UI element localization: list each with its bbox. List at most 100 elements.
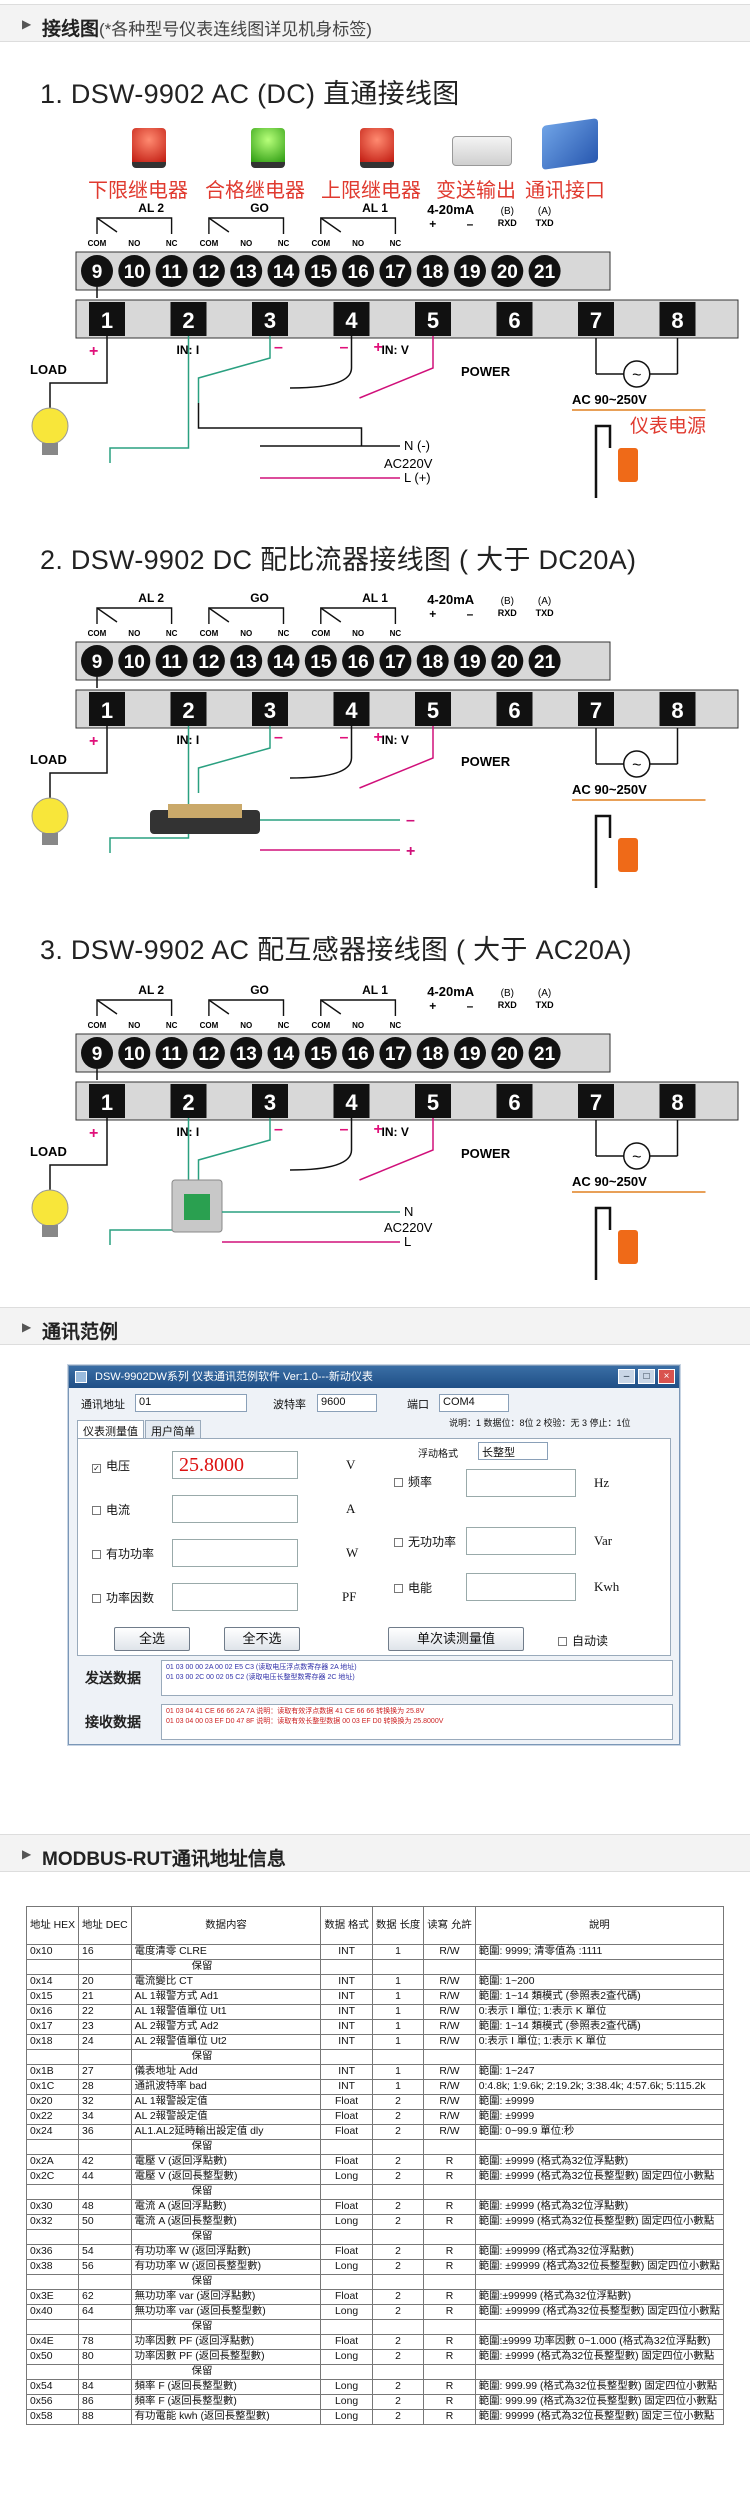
relay-frame xyxy=(208,999,285,1016)
qpower-checkbox[interactable]: 无功功率 xyxy=(394,1533,456,1550)
sine-icon: ~ xyxy=(632,1149,641,1166)
table-cell xyxy=(474,2319,725,2335)
power-label: POWER xyxy=(461,754,511,769)
voltage-checkbox[interactable]: ✓电压 xyxy=(92,1459,131,1473)
table-cell xyxy=(474,1959,725,1975)
terminal-circle xyxy=(342,1037,375,1069)
freq-checkbox[interactable]: 频率 xyxy=(394,1473,432,1490)
table-cell: 範圍: ±99999 (格式為32位長整型數) 固定四位小數點 xyxy=(474,2304,725,2320)
rxd-label: RXD xyxy=(498,608,518,618)
contact-label: NO xyxy=(240,629,252,638)
terminal-number: 14 xyxy=(273,652,295,673)
settings-row: 通讯地址 01 波特率 9600 端口 COM4 xyxy=(69,1394,679,1414)
table-cell xyxy=(423,2184,476,2200)
plus-sign: + xyxy=(429,217,436,231)
relay-frame xyxy=(320,999,397,1016)
table-cell xyxy=(474,2364,725,2380)
wire-green xyxy=(197,1118,271,1185)
contact-label: NC xyxy=(278,629,290,638)
table-cell: 0:表示 I 單位; 1:表示 K 單位 xyxy=(474,2004,725,2020)
terminal-circle xyxy=(267,645,300,677)
terminal-circle xyxy=(267,1037,300,1069)
minus-sign: – xyxy=(406,812,415,829)
table-cell: 2 xyxy=(371,2304,425,2320)
power-checkbox[interactable]: 有功功率 xyxy=(92,1545,154,1562)
send-log[interactable]: 01 03 00 00 2A 00 02 E5 C3 (读取电压浮点数寄存器 2… xyxy=(161,1660,673,1696)
current-checkbox[interactable]: 电流 xyxy=(92,1501,130,1518)
modbus-table: 地址 HEX 地址 DEC 数据内容 数据 格式 数据 长度 读寫 允許 說明 … xyxy=(25,1906,725,2425)
format-select[interactable]: 长整型 xyxy=(478,1442,548,1460)
terminal-number: 13 xyxy=(236,1044,257,1065)
terminal-block xyxy=(89,692,125,726)
contact-label: NC xyxy=(390,629,402,638)
terminal-number: 1 xyxy=(101,1090,113,1115)
terminal-number: 10 xyxy=(124,262,145,283)
table-cell: R/W xyxy=(423,2019,476,2035)
recv-log[interactable]: 01 03 04 41 CE 66 66 2A 7A 说明：读取有效浮点数据 4… xyxy=(161,1704,673,1740)
table-cell: R/W xyxy=(423,1974,476,1990)
relay-label: AL 2 xyxy=(138,201,164,215)
terminal-circle xyxy=(416,645,449,677)
table-cell: 保留 xyxy=(130,2319,322,2335)
pf-checkbox[interactable]: 功率因数 xyxy=(92,1589,154,1606)
terminal-number: 9 xyxy=(92,652,103,673)
terminal-block xyxy=(89,302,125,336)
close-button[interactable]: × xyxy=(658,1369,675,1384)
relay-switch xyxy=(320,607,342,623)
terminal-circle xyxy=(81,1037,113,1069)
table-cell: 電流變比 CT xyxy=(130,1974,322,1990)
table-cell: Long xyxy=(320,2169,373,2185)
terminal-circle xyxy=(304,645,337,677)
table-cell: Long xyxy=(320,2349,373,2365)
minimize-button[interactable]: – xyxy=(618,1369,635,1384)
auto-read-checkbox[interactable]: 自动读 xyxy=(558,1632,608,1649)
table-cell xyxy=(25,2049,80,2065)
table-cell: 電流 A (返回浮點數) xyxy=(130,2199,322,2215)
contact-label: NO xyxy=(128,629,140,638)
contact-label: NC xyxy=(278,1021,290,1030)
txd-label: TXD xyxy=(536,1000,555,1010)
energy-checkbox[interactable]: 电能 xyxy=(394,1579,432,1596)
terminal-circle xyxy=(491,645,524,677)
rs485-label: RS-485 xyxy=(505,588,546,591)
terminal-block xyxy=(578,692,614,726)
table-cell: AL 2報警設定值 xyxy=(130,2109,322,2125)
table-cell: R/W xyxy=(423,2109,476,2125)
ma-label: 4-20mA xyxy=(427,202,475,217)
relay-frame xyxy=(208,217,285,234)
table-cell: R xyxy=(423,2304,476,2320)
terminal-circle xyxy=(192,255,225,287)
table-row: 保留 xyxy=(25,2319,725,2335)
terminal-number: 4 xyxy=(345,308,358,333)
addr-input[interactable]: 01 xyxy=(135,1394,247,1412)
terminal-number: 5 xyxy=(427,698,439,723)
relay-switch xyxy=(320,999,342,1015)
check-icon: ✓ xyxy=(92,1464,101,1473)
terminal-block xyxy=(252,692,288,726)
select-none-button[interactable]: 全不选 xyxy=(224,1627,300,1651)
table-cell xyxy=(25,2139,80,2155)
ma-label: 4-20mA xyxy=(427,984,475,999)
terminal-circle xyxy=(454,645,486,677)
terminal-block xyxy=(496,1084,533,1118)
table-cell xyxy=(78,2139,132,2155)
wire-red xyxy=(359,726,434,789)
baud-select[interactable]: 9600 xyxy=(317,1394,377,1412)
terminal-circle xyxy=(230,255,263,287)
table-cell: Float xyxy=(320,2289,373,2305)
relay-label: AL 2 xyxy=(138,591,164,605)
read-once-button[interactable]: 单次读测量值 xyxy=(388,1627,524,1651)
select-all-button[interactable]: 全选 xyxy=(114,1627,190,1651)
a-label: (A) xyxy=(538,596,551,607)
ac-range-label: AC 90~250V xyxy=(572,392,647,407)
table-cell: 範圍:±99999 (格式為32位浮點數) xyxy=(474,2289,725,2305)
port-select[interactable]: COM4 xyxy=(439,1394,509,1412)
maximize-button[interactable]: □ xyxy=(638,1369,655,1384)
tab-user[interactable]: 用户简单 xyxy=(145,1420,201,1442)
wire xyxy=(197,403,363,446)
relay-switch xyxy=(96,217,118,233)
